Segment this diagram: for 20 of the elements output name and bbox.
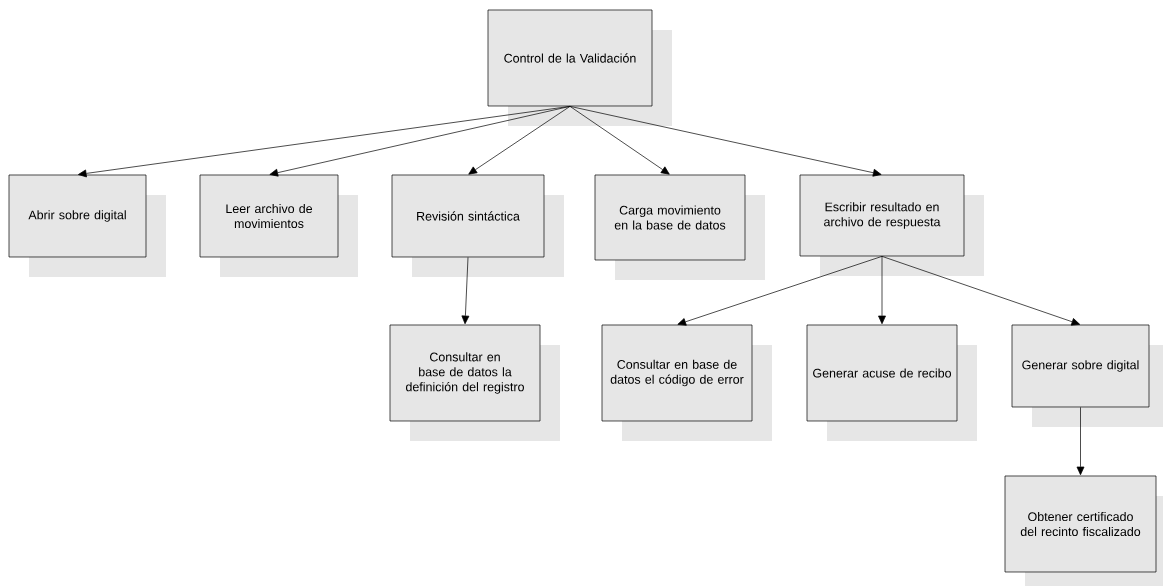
process-box: Consultar en base de datos el código de error: [601, 324, 772, 441]
process-box: Generar acuse de recibo: [806, 324, 977, 441]
process-box: Leer archivo de movimientos: [199, 174, 358, 277]
process-box: Control de la Validación: [487, 9, 672, 126]
arrow: [1076, 407, 1085, 476]
arrow: [677, 256, 883, 326]
arrow: [881, 256, 1081, 326]
process-box: Obtener certificado del recinto fiscalizado: [1004, 475, 1163, 586]
arrow: [468, 106, 571, 175]
arrow: [269, 106, 571, 177]
arrow: [569, 106, 882, 177]
process-box: Escribir resultado en archivo de respuesta: [799, 174, 984, 276]
process-box: Consultar en base de datos la definición del registro: [389, 324, 560, 441]
process-box: Carga movimiento en la base de datos: [594, 174, 765, 280]
process-box: Revisión sintáctica: [391, 174, 564, 277]
arrow: [569, 106, 670, 175]
process-box: Generar sobre digital: [1011, 324, 1163, 427]
arrow: [878, 256, 886, 325]
arrow: [461, 257, 470, 325]
process-box: Abrir sobre digital: [8, 174, 166, 277]
